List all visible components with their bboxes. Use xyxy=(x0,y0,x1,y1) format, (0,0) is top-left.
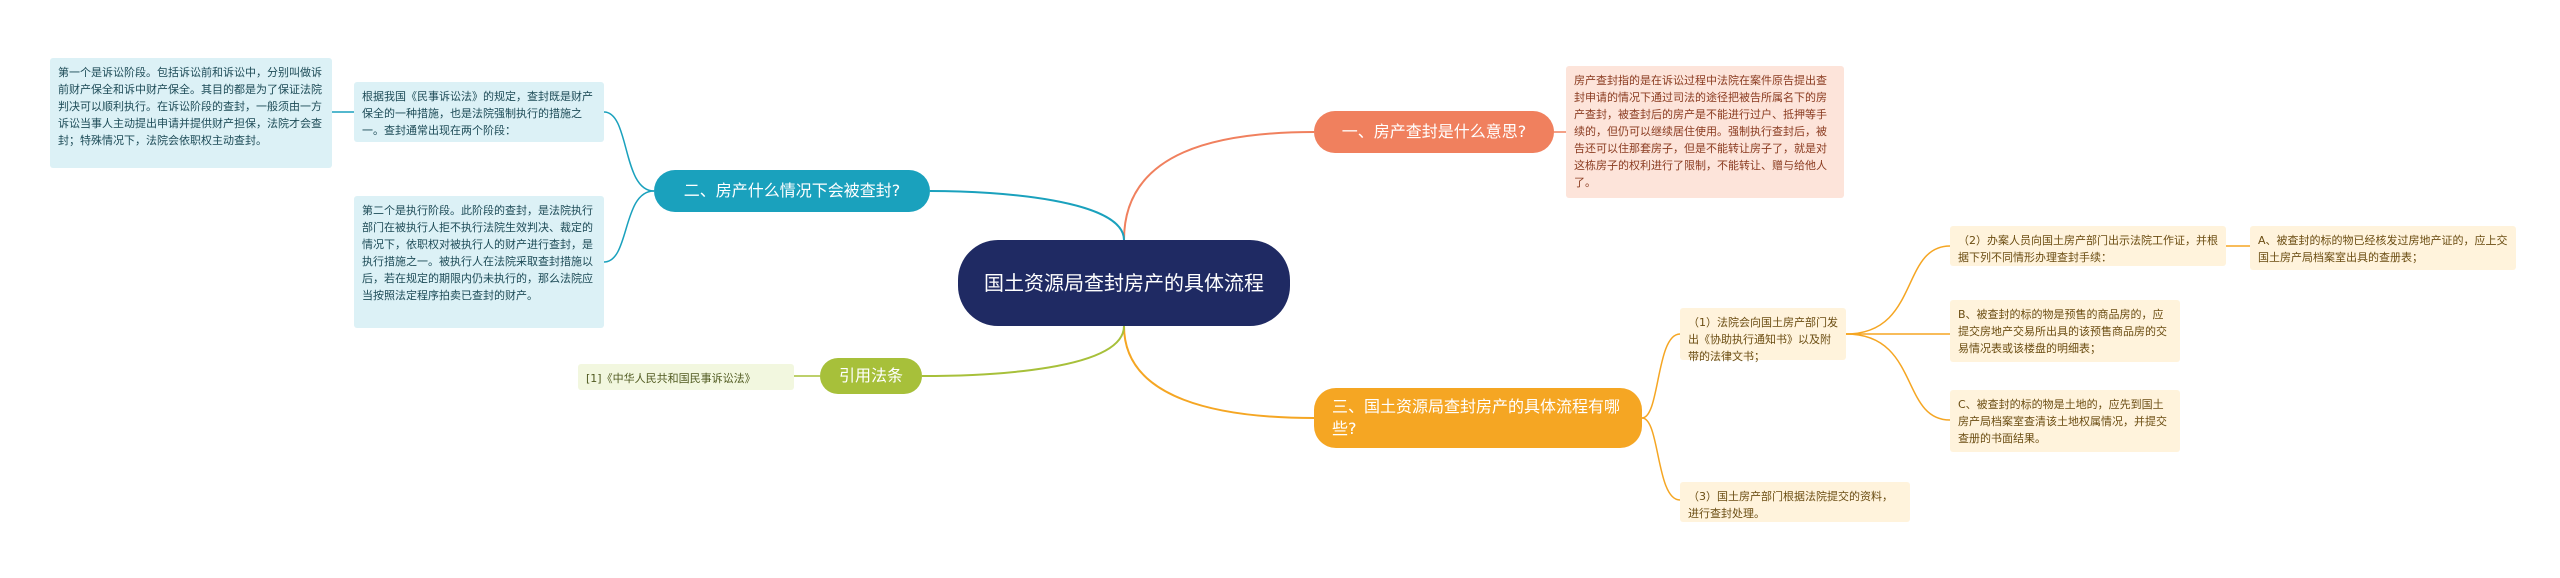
execution-stage: 第二个是执行阶段。此阶段的查封，是法院执行部门在被执行人拒不执行法院生效判决、裁… xyxy=(354,196,604,328)
central-topic[interactable]: 国土资源局查封房产的具体流程 xyxy=(958,240,1290,326)
edge-step1-step2 xyxy=(1845,245,1951,335)
law-reference: [1]《中华人民共和国民事诉讼法》 xyxy=(578,364,794,390)
branch-procedure[interactable]: 三、国土资源局查封房产的具体流程有哪些? xyxy=(1314,388,1642,448)
step-1-notice: （1）法院会向国土房产部门发出《协助执行通知书》以及附带的法律文书； xyxy=(1680,308,1846,363)
edge-center-b4 xyxy=(921,325,1125,377)
edge-step1-caseC xyxy=(1845,333,1951,421)
edge-center-b3 xyxy=(1123,325,1315,419)
branch-legal-references[interactable]: 引用法条 xyxy=(820,358,922,394)
edge-center-b2 xyxy=(929,190,1125,241)
litigation-stage: 第一个是诉讼阶段。包括诉讼前和诉讼中，分别叫做诉前财产保全和诉中财产保全。其目的… xyxy=(50,58,332,168)
edge-b3-step1 xyxy=(1641,333,1681,419)
step-3-processing: （3）国土房产部门根据法院提交的资料，进行查封处理。 xyxy=(1680,482,1910,522)
edge-b2-stage2 xyxy=(603,190,655,263)
edge-center-b1 xyxy=(1123,131,1315,241)
case-a-certificate: A、被查封的标的物已经核发过房地产证的，应上交国土房产局档案室出具的查册表； xyxy=(2250,226,2516,270)
case-c-land: C、被查封的标的物是土地的，应先到国土房产局档案室查清该土地权属情况，并提交查册… xyxy=(1950,390,2180,452)
edge-b3-step3 xyxy=(1641,417,1681,501)
edge-b2-intro xyxy=(603,111,655,192)
case-b-presale: B、被查封的标的物是预售的商品房的，应提交房地产交易所出具的该预售商品房的交易情… xyxy=(1950,300,2180,362)
step-2-procedures: （2）办案人员向国土房产部门出示法院工作证，并根据下列不同情形办理查封手续： xyxy=(1950,226,2226,266)
stages-intro: 根据我国《民事诉讼法》的规定，查封既是财产保全的一种措施，也是法院强制执行的措施… xyxy=(354,82,604,142)
meaning-explanation: 房产查封指的是在诉讼过程中法院在案件原告提出查封申请的情况下通过司法的途径把被告… xyxy=(1566,66,1844,198)
branch-when-sealed[interactable]: 二、房产什么情况下会被查封? xyxy=(654,170,930,212)
branch-meaning[interactable]: 一、房产查封是什么意思? xyxy=(1314,111,1554,153)
